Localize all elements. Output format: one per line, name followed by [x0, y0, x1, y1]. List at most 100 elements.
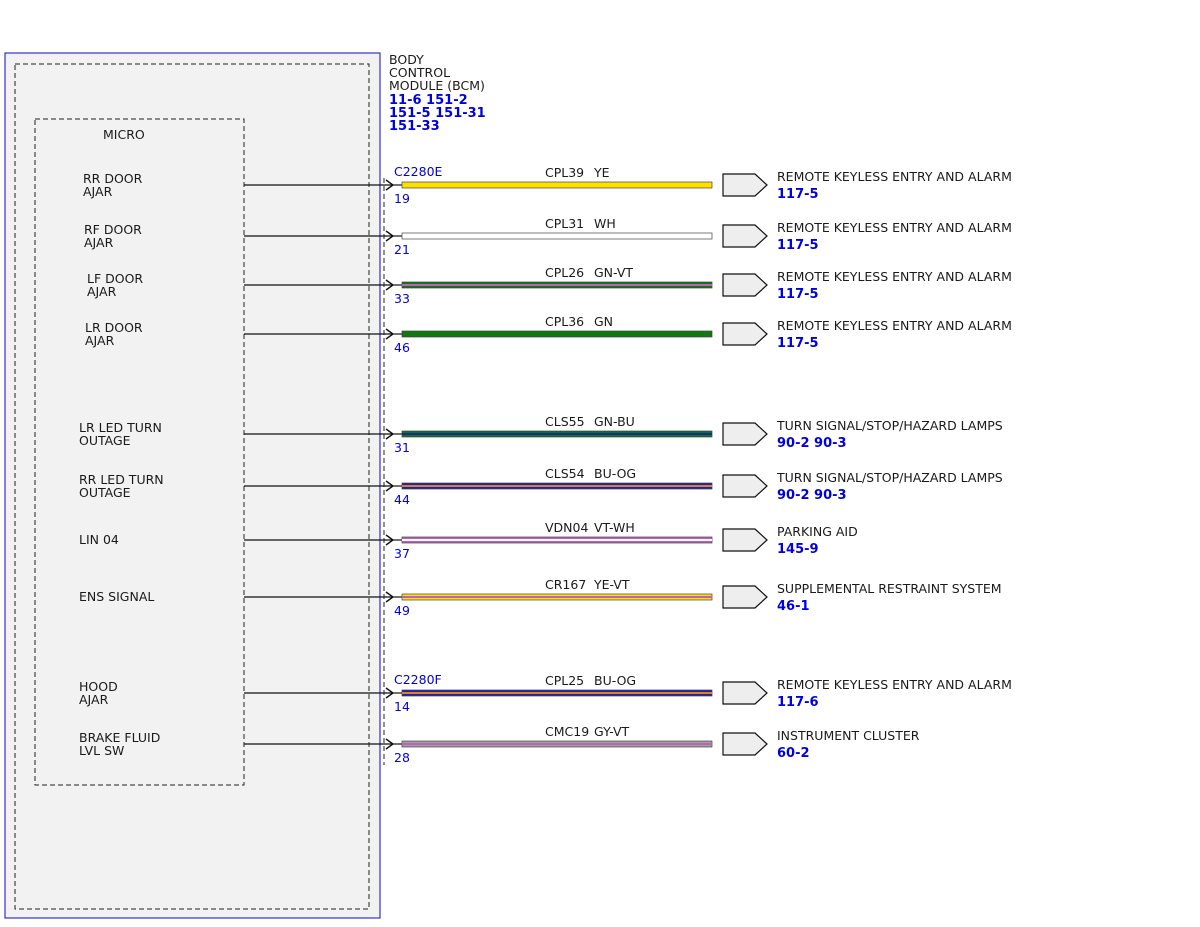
destination-label: REMOTE KEYLESS ENTRY AND ALARM	[777, 169, 1012, 184]
pin-number: 28	[394, 750, 410, 765]
module-title-line: CONTROL	[389, 65, 450, 80]
connector-name: C2280F	[394, 672, 442, 687]
destination-ref-link[interactable]: 145-9	[777, 542, 819, 557]
input-signal-label: BRAKE FLUID	[79, 730, 160, 745]
input-signal-label: RF DOOR	[84, 222, 142, 237]
destination-label: REMOTE KEYLESS ENTRY AND ALARM	[777, 269, 1012, 284]
wire-color-code: GN	[594, 314, 613, 329]
input-signal-label: OUTAGE	[79, 433, 131, 448]
destination-ref-link[interactable]: 117-5	[777, 287, 819, 302]
circuit-id: CMC19	[545, 724, 589, 739]
circuit-id: CLS54	[545, 466, 585, 481]
circuit-row: ENS SIGNAL 49 CR167 YE-VT SUPPLEMENTAL RESTR…	[79, 577, 1002, 618]
pin-number: 31	[394, 440, 410, 455]
input-signal-label: AJAR	[85, 333, 115, 348]
input-signal-label: AJAR	[79, 692, 109, 707]
module-ref-line[interactable]: 151-33	[389, 119, 440, 134]
destination-ref-link[interactable]: 60-2	[777, 746, 810, 761]
input-signal-label: LR DOOR	[85, 320, 143, 335]
pin-number: 19	[394, 191, 410, 206]
destination-arrow-icon[interactable]	[722, 528, 768, 552]
destination-arrow-icon[interactable]	[722, 173, 768, 197]
wire-color-code: GN-BU	[594, 414, 635, 429]
destination-label: REMOTE KEYLESS ENTRY AND ALARM	[777, 677, 1012, 692]
pin-number: 44	[394, 492, 410, 507]
destination-arrow-icon[interactable]	[722, 224, 768, 248]
destination-label: SUPPLEMENTAL RESTRAINT SYSTEM	[777, 581, 1002, 596]
wire-color-code: WH	[594, 216, 616, 231]
destination-arrow-icon[interactable]	[722, 681, 768, 705]
destination-ref-link[interactable]: 117-5	[777, 336, 819, 351]
destination-label: REMOTE KEYLESS ENTRY AND ALARM	[777, 318, 1012, 333]
wire-color-code: GY-VT	[594, 724, 630, 739]
input-signal-label: AJAR	[83, 184, 113, 199]
input-signal-label: LR LED TURN	[79, 420, 162, 435]
wire-stripe	[402, 485, 712, 487]
circuit-id: CPL25	[545, 673, 584, 688]
destination-label: TURN SIGNAL/STOP/HAZARD LAMPS	[776, 418, 1003, 433]
destination-arrow-icon[interactable]	[722, 474, 768, 498]
destination-label: REMOTE KEYLESS ENTRY AND ALARM	[777, 220, 1012, 235]
circuit-id: VDN04	[545, 520, 588, 535]
destination-label: PARKING AID	[777, 524, 858, 539]
input-signal-label: AJAR	[84, 235, 114, 250]
module-ref-line[interactable]: 11-6 151-2	[389, 93, 468, 108]
destination-ref-link[interactable]: 90-2 90-3	[777, 436, 847, 451]
wire-body[interactable]	[401, 232, 713, 240]
wire-body[interactable]	[401, 330, 713, 338]
destination-arrow-icon[interactable]	[722, 732, 768, 756]
circuit-id: CR167	[545, 577, 586, 592]
destination-ref-link[interactable]: 90-2 90-3	[777, 488, 847, 503]
wire-stripe	[402, 596, 712, 598]
pin-number: 21	[394, 242, 410, 257]
input-signal-label: LF DOOR	[87, 271, 143, 286]
destination-ref-link[interactable]: 46-1	[777, 599, 810, 614]
input-signal-label: AJAR	[87, 284, 117, 299]
module-ref-line[interactable]: 151-5 151-31	[389, 106, 486, 121]
wire-stripe	[402, 743, 712, 745]
destination-ref-link[interactable]: 117-6	[777, 695, 819, 710]
destination-arrow-icon[interactable]	[722, 422, 768, 446]
wire-color-code: VT-WH	[594, 520, 635, 535]
wire-stripe	[402, 284, 712, 286]
circuit-row: LIN 04 37 VDN04 VT-WH PARKING AID 145-9	[79, 520, 858, 561]
circuit-id: CPL36	[545, 314, 584, 329]
wire-body[interactable]	[401, 181, 713, 189]
destination-ref-link[interactable]: 117-5	[777, 187, 819, 202]
pin-number: 14	[394, 699, 410, 714]
circuit-id: CPL39	[545, 165, 584, 180]
pin-number: 46	[394, 340, 410, 355]
destination-ref-link[interactable]: 117-5	[777, 238, 819, 253]
wire-color-code: BU-OG	[594, 466, 636, 481]
circuit-id: CLS55	[545, 414, 585, 429]
input-signal-label: OUTAGE	[79, 485, 131, 500]
wire-color-code: GN-VT	[594, 265, 633, 280]
module-title-line: BODY	[389, 52, 424, 67]
input-signal-label: ENS SIGNAL	[79, 589, 154, 604]
destination-label: TURN SIGNAL/STOP/HAZARD LAMPS	[776, 470, 1003, 485]
module-title-line: MODULE (BCM)	[389, 78, 485, 93]
destination-arrow-icon[interactable]	[722, 322, 768, 346]
micro-label: MICRO	[103, 127, 145, 142]
destination-label: INSTRUMENT CLUSTER	[777, 728, 920, 743]
connector-name: C2280E	[394, 164, 443, 179]
circuit-id: CPL31	[545, 216, 584, 231]
input-signal-label: RR DOOR	[83, 171, 143, 186]
input-signal-label: LVL SW	[79, 743, 124, 758]
destination-arrow-icon[interactable]	[722, 273, 768, 297]
wire-color-code: YE-VT	[593, 577, 630, 592]
input-signal-label: LIN 04	[79, 532, 119, 547]
wire-stripe	[402, 433, 712, 435]
pin-number: 49	[394, 603, 410, 618]
wire-stripe	[402, 692, 712, 694]
wire-color-code: YE	[593, 165, 610, 180]
destination-arrow-icon[interactable]	[722, 585, 768, 609]
pin-number: 37	[394, 546, 410, 561]
